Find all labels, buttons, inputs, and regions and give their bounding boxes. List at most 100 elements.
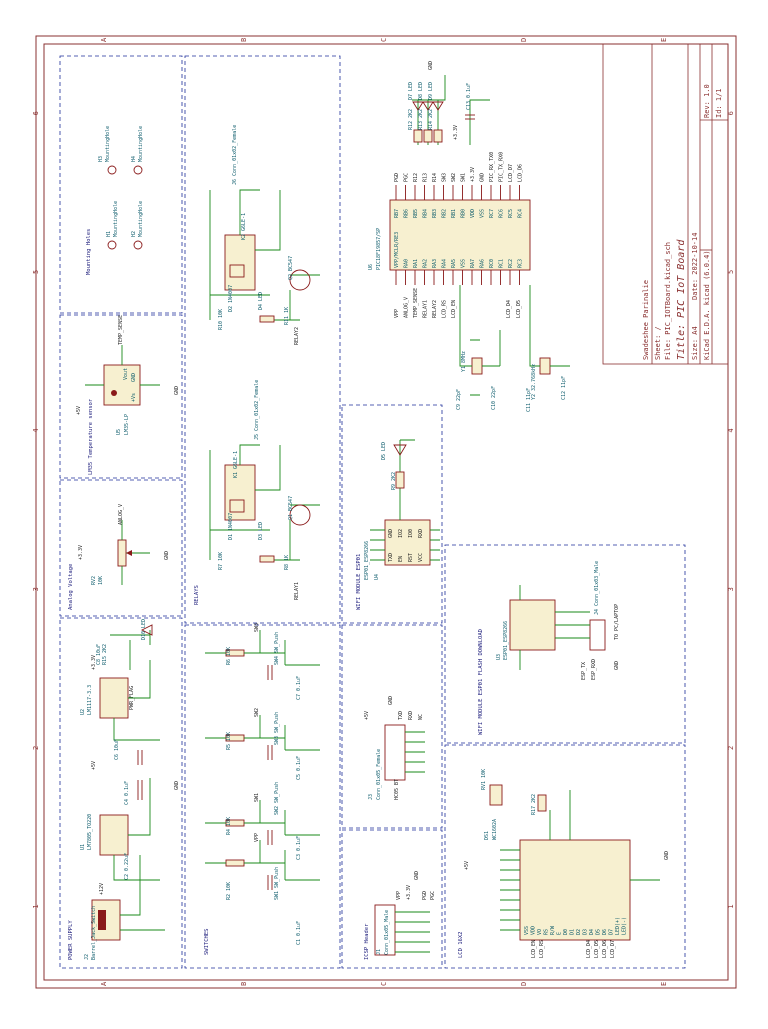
sw1-net: VPP [254, 833, 260, 842]
mcu-right-pin: RB6 [404, 209, 410, 218]
frame-letter-bottom-C: C [380, 982, 388, 986]
temp-pin-vout: Vout [123, 368, 129, 380]
lcd-pin: D5 [596, 929, 602, 935]
flash-ref: U3 [496, 654, 502, 660]
frame-number-right-6: 6 [727, 111, 735, 115]
frame-number-right-2: 2 [727, 746, 735, 750]
frame-letter-bottom-D: D [520, 982, 528, 986]
relay1-r1: R7 10K [218, 552, 224, 570]
frame-letter-bottom-E: E [660, 982, 668, 986]
inner-frame [43, 43, 729, 981]
tb-id: Id: 1/1 [715, 88, 723, 118]
mcu-left-pin: RC3 [518, 259, 524, 268]
title-flash: WIFI MODULE ESP01 FLASH DOWNLOAD [478, 629, 484, 735]
wifi-pin-r0: GND [388, 529, 394, 538]
title-switches: SWITCHES [204, 929, 210, 956]
relay1-j: J5 Conn_01x02_Female [254, 380, 260, 440]
mcu-left-net: RELAY1 [423, 300, 429, 318]
relay-2: K2 G6LE-1 Q2 BC547 R10 10K R11 1K D4 LED… [209, 125, 320, 345]
flash-to: TO PC/LAPTOP [614, 604, 620, 640]
crystals: Y1 8MHz C9 22pF C10 22pF Y2 32.768kHz C1… [456, 285, 570, 412]
mount-h3-ref: H3 [98, 156, 104, 162]
analog-val: 10K [98, 576, 104, 585]
mcu-right-pin: RB7 [394, 209, 400, 218]
mcu-left-net: TEMP_SENSE [413, 288, 419, 318]
frame-number-left-1: 1 [32, 904, 40, 908]
lcd-r17: R17 2K2 [531, 794, 537, 815]
c13: C13 0.1uF [466, 83, 472, 110]
hc05-name: HC05 BT [394, 779, 400, 800]
lcd-net-d4: LCD_D4 [586, 940, 592, 958]
mcu-right-net: R14 [432, 173, 438, 182]
mcu-left-pin: RA5 [451, 259, 457, 268]
mcu-right-pin: RB1 [451, 209, 457, 218]
mcu-right-net: PGD [394, 173, 400, 182]
mcu-left-pin: RA6 [480, 259, 486, 268]
analog-vcc: +3.3V [78, 545, 84, 560]
power-c4: C8 10uF [96, 644, 102, 665]
temp-pin-gnd: GND [131, 373, 137, 382]
power-u1: U1 [80, 844, 86, 850]
icsp-pin-pgd: PGD [422, 891, 428, 900]
mcu-left-pin: RA2 [423, 259, 429, 268]
title-mount: Mounting Holes [86, 229, 92, 275]
power-supply: J2 Barrel_Jack_Switch U1 LM7805_TO220 U2… [80, 619, 180, 960]
frame-number-left-4: 4 [32, 428, 40, 432]
relay1-q: Q1 BC547 [288, 496, 294, 520]
power-u2: U2 [80, 709, 86, 715]
title-power: POWER SUPPLY [68, 920, 74, 960]
mcu-right-net: LCD_D7 [508, 164, 514, 182]
analog-voltage: RV2 10K ANLOG_V +3.3V GND [78, 504, 170, 585]
sw3-sw: SW3 SW_Push [274, 712, 280, 745]
switch-4: R6 10K SW4 SW_Push C7 0.1uF SW3 [205, 623, 320, 700]
power-j2-val: Barrel_Jack_Switch [91, 906, 97, 960]
led2-d: D8 LED [418, 82, 424, 100]
wifi-pin-l3: VCC [418, 553, 424, 562]
mcu-left-pin: RA1 [413, 259, 419, 268]
frame-number-left-6: 6 [32, 111, 40, 115]
lcd-net-en: LCD_EN [531, 940, 537, 958]
mcu-right-net: R13 [423, 173, 429, 182]
hc05-pin-rxd: RXD [408, 711, 414, 720]
mcu-right-net: PIC_RX_TX0 [489, 152, 495, 182]
mcu-right-pin: RC4 [518, 209, 524, 218]
title-block: Swadeshee Parinalie Sheet: / File: PIC_I… [602, 43, 729, 365]
frame-number-left-3: 3 [32, 587, 40, 591]
wifi-d5: D5 LED [381, 442, 387, 460]
lcd-pin: D4 [589, 929, 595, 935]
zone-power [59, 617, 183, 969]
hc05-val: Conn_01x05_Female [376, 749, 382, 800]
xtal1-c2: C10 22pF [491, 386, 497, 410]
mcu-left-net: ANLOG_V [404, 297, 410, 318]
tb-tool: KiCad E.D.A. kicad (6.0.4) [703, 250, 711, 360]
frame-number-right-5: 5 [727, 270, 735, 274]
mount-h1-val: MountingHole [113, 201, 119, 237]
mount-h4-ref: H4 [131, 156, 137, 162]
lcd-pin: VO [537, 929, 543, 935]
frame-number-right-1: 1 [727, 904, 735, 908]
mcu-right-net: SW1 [461, 173, 467, 182]
sw1-sw: SW1 SW_Push [274, 867, 280, 900]
mcu-ref: U6 [368, 264, 374, 270]
relay1-dd: D1 1N4007 [228, 513, 234, 540]
mcu-right-net: SW3 [442, 173, 448, 182]
tb-size: Size: A4 [691, 326, 699, 360]
icsp-pin-33: +3.3V [406, 885, 412, 900]
wifi-val: ESP01_ESP8266 [364, 541, 370, 580]
frame-number-right-4: 4 [727, 428, 735, 432]
hc05-pin-nc: NC [418, 714, 424, 720]
mcu-right-net: PIC_TX_RX0 [499, 152, 505, 182]
wifi-ref: U4 [374, 574, 380, 580]
flash-j4: J4 Conn_01x03_Male [594, 561, 600, 615]
title-wifi: WIFI MODULE ESP01 [356, 554, 362, 610]
wifi-pin-r2: IO0 [408, 529, 414, 538]
power-d10: D10 LED [141, 619, 147, 640]
wifi-pin-r1: IO2 [398, 529, 404, 538]
temp-gnd: GND [174, 386, 180, 395]
mcu-left-net: LCD_RS [442, 300, 448, 318]
